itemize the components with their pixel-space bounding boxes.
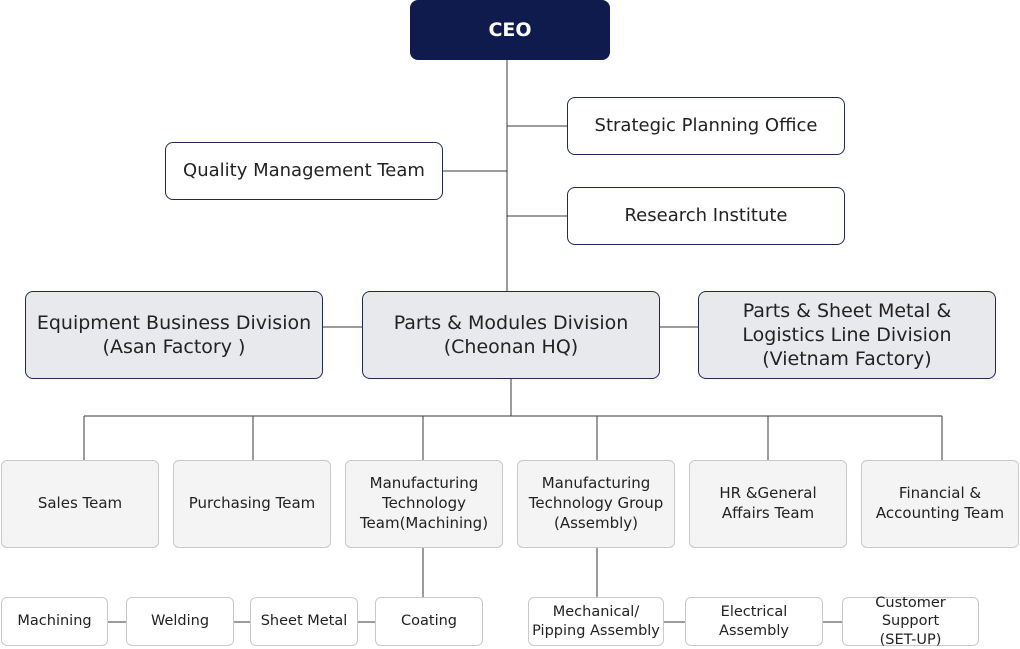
machining-unit-box: Machining [1,597,108,646]
manufacturing-technology-machining-box: Manufacturing Technology Team(Machining) [345,460,503,548]
parts-modules-division-box: Parts & Modules Division (Cheonan HQ) [362,291,660,379]
research-institute-box: Research Institute [567,187,845,245]
electrical-assembly-box: Electrical Assembly [685,597,823,646]
coating-unit-box: Coating [375,597,483,646]
mechanical-piping-assembly-box: Mechanical/ Pipping Assembly [528,597,664,646]
sheet-metal-unit-box: Sheet Metal [250,597,358,646]
welding-unit-box: Welding [126,597,234,646]
quality-management-team-box: Quality Management Team [165,142,443,200]
ceo-box: CEO [410,0,610,60]
sales-team-box: Sales Team [1,460,159,548]
purchasing-team-box: Purchasing Team [173,460,331,548]
financial-accounting-team-box: Financial & Accounting Team [861,460,1019,548]
hr-general-affairs-team-box: HR &General Affairs Team [689,460,847,548]
equipment-business-division-box: Equipment Business Division (Asan Factor… [25,291,323,379]
manufacturing-technology-assembly-box: Manufacturing Technology Group (Assembly… [517,460,675,548]
customer-support-box: Customer Support (SET-UP) [842,595,979,648]
strategic-planning-office-box: Strategic Planning Office [567,97,845,155]
vietnam-division-box: Parts & Sheet Metal & Logistics Line Div… [698,291,996,379]
